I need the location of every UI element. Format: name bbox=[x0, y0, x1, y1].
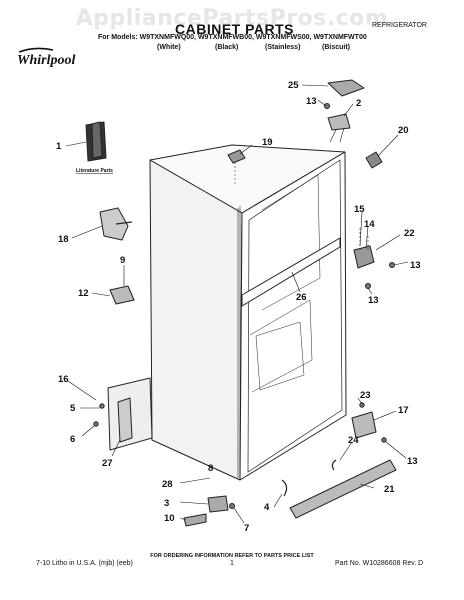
model-list: For Models: W9TXNMFWQ00, W9TXNMFWB00, W9… bbox=[98, 34, 367, 41]
watermark: AppliancePartsPros.com bbox=[75, 6, 389, 31]
page-title: CABINET PARTS bbox=[175, 21, 295, 37]
callout-28: 28 bbox=[162, 479, 173, 490]
finish-black: (Black) bbox=[215, 44, 239, 51]
callout-17: 17 bbox=[398, 405, 409, 416]
finish-stainless: (Stainless) bbox=[265, 44, 301, 51]
callout-13b: 13 bbox=[410, 260, 421, 271]
part-18 bbox=[99, 207, 129, 241]
hinge-cover-25 bbox=[327, 79, 365, 97]
callout-1: 1 bbox=[56, 141, 62, 152]
ordering-note: FOR ORDERING INFORMATION REFER TO PARTS … bbox=[150, 553, 314, 559]
callout-20: 20 bbox=[398, 125, 409, 136]
part-12 bbox=[109, 285, 135, 305]
callout-24: 24 bbox=[348, 435, 359, 446]
callout-4: 4 bbox=[264, 502, 270, 513]
callout-27: 27 bbox=[102, 458, 113, 469]
callout-2: 2 bbox=[356, 98, 361, 109]
whirlpool-logo: Whirlpool bbox=[17, 47, 75, 68]
callout-6: 6 bbox=[70, 434, 75, 445]
literature-parts-label: Literature Parts bbox=[76, 168, 113, 174]
callout-16: 16 bbox=[58, 374, 69, 385]
callout-8: 8 bbox=[208, 463, 213, 474]
svg-text:Whirlpool: Whirlpool bbox=[17, 53, 75, 68]
callout-5: 5 bbox=[70, 403, 76, 414]
callout-9: 9 bbox=[120, 255, 125, 266]
toe-grille-21 bbox=[289, 459, 397, 519]
top-hinge-2 bbox=[327, 113, 351, 131]
callout-22: 22 bbox=[404, 228, 415, 239]
appliance-category: REFRIGERATOR bbox=[372, 22, 427, 29]
callout-21: 21 bbox=[384, 484, 395, 495]
callout-23: 23 bbox=[360, 390, 371, 401]
divider-26 bbox=[241, 237, 341, 307]
callout-18: 18 bbox=[58, 234, 69, 245]
part-24 bbox=[331, 459, 337, 471]
callout-26: 26 bbox=[296, 292, 307, 303]
litho-text: 7-10 Litho in U.S.A. (mjb) (eeb) bbox=[36, 560, 133, 567]
part-number: Part No. W10286608 Rev. D bbox=[335, 560, 424, 567]
part-10 bbox=[183, 513, 207, 527]
finish-biscuit: (Biscuit) bbox=[322, 44, 350, 51]
part-3 bbox=[207, 495, 229, 513]
callout-14: 14 bbox=[364, 219, 375, 230]
part-4 bbox=[281, 479, 288, 497]
callout-15: 15 bbox=[354, 204, 365, 215]
callout-12: 12 bbox=[78, 288, 89, 299]
callout-10: 10 bbox=[164, 513, 175, 524]
middle-hinge bbox=[353, 245, 375, 269]
callout-19: 19 bbox=[262, 137, 273, 148]
callout-13d: 13 bbox=[407, 456, 418, 467]
callout-25: 25 bbox=[288, 80, 299, 91]
bottom-hinge-17 bbox=[351, 411, 377, 439]
finish-white: (White) bbox=[157, 44, 181, 51]
callout-3: 3 bbox=[164, 498, 169, 509]
callout-13c: 13 bbox=[368, 295, 379, 306]
page-number: 1 bbox=[230, 560, 234, 567]
callout-7: 7 bbox=[244, 523, 249, 534]
callout-13a: 13 bbox=[306, 96, 317, 107]
